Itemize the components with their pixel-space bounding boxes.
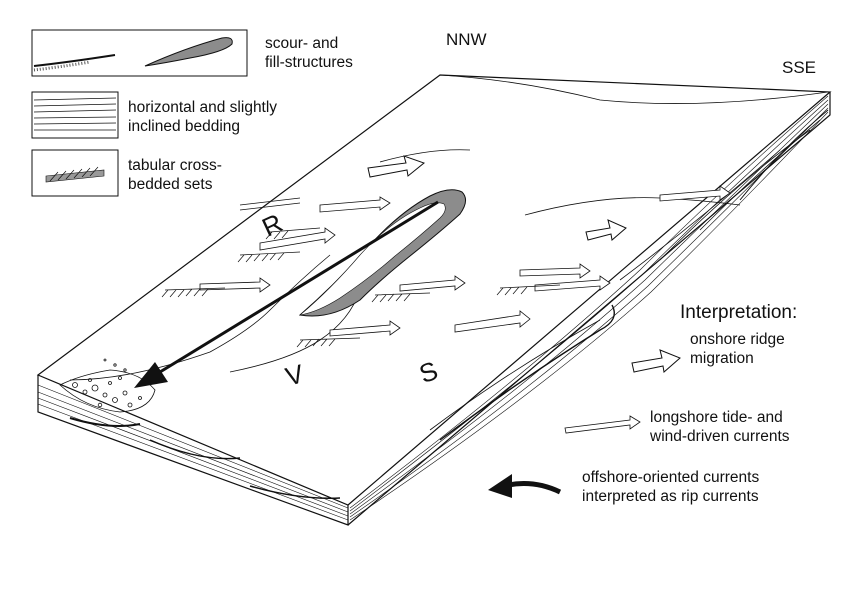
right-face-strata [349, 95, 829, 521]
legend-bedding-line2: inclined bedding [128, 118, 241, 135]
legend-offshore-arrow [488, 474, 562, 498]
cross-bed-hatching [161, 227, 561, 348]
legend-crossbed-line2: bedded sets [128, 176, 213, 193]
legend-scour-line2: fill-structures [265, 54, 353, 71]
front-face-strata [37, 384, 349, 521]
legend-crossbed-box [31, 149, 119, 197]
interpretation-longshore-line1: longshore tide- and [650, 409, 783, 426]
ridge-migration-arrows [367, 155, 627, 241]
interpretation-ridge-line2: migration [690, 350, 754, 367]
legend-scour-line1: scour- and [265, 35, 339, 52]
rip-current-arrow [134, 200, 439, 388]
legend-bedding-line1: horizontal and slightly [128, 99, 278, 116]
surface-lines [69, 74, 829, 381]
legend-scour-box [31, 29, 248, 77]
legend-crossbed-line1: tabular cross- [128, 157, 222, 174]
interpretation-title: Interpretation: [680, 302, 798, 323]
legend-ridge-arrow [631, 349, 681, 373]
legend-bedding-box [31, 91, 119, 139]
legend-scour-label: scour- and fill-structures [265, 34, 353, 72]
interpretation-offshore-line1: offshore-oriented currents [582, 469, 760, 486]
gravel-lobe [59, 358, 156, 413]
orientation-south: SSE [782, 58, 817, 77]
interpretation-offshore: offshore-oriented currents interpreted a… [582, 468, 759, 506]
interpretation-ridge-line1: onshore ridge [690, 331, 785, 348]
orientation-north: NNW [446, 30, 487, 49]
interpretation-longshore-line2: wind-driven currents [650, 428, 790, 445]
legend-bedding-label: horizontal and slightly inclined bedding [128, 98, 277, 136]
interpretation-ridge: onshore ridge migration [690, 330, 785, 368]
interpretation-offshore-line2: interpreted as rip currents [582, 488, 759, 505]
longshore-arrows [199, 185, 731, 337]
legend-longshore-arrow [564, 415, 641, 434]
interpretation-longshore: longshore tide- and wind-driven currents [650, 408, 790, 446]
rip-channel [298, 189, 466, 317]
block-outline [36, 74, 832, 526]
legend-crossbed-label: tabular cross- bedded sets [128, 156, 222, 194]
